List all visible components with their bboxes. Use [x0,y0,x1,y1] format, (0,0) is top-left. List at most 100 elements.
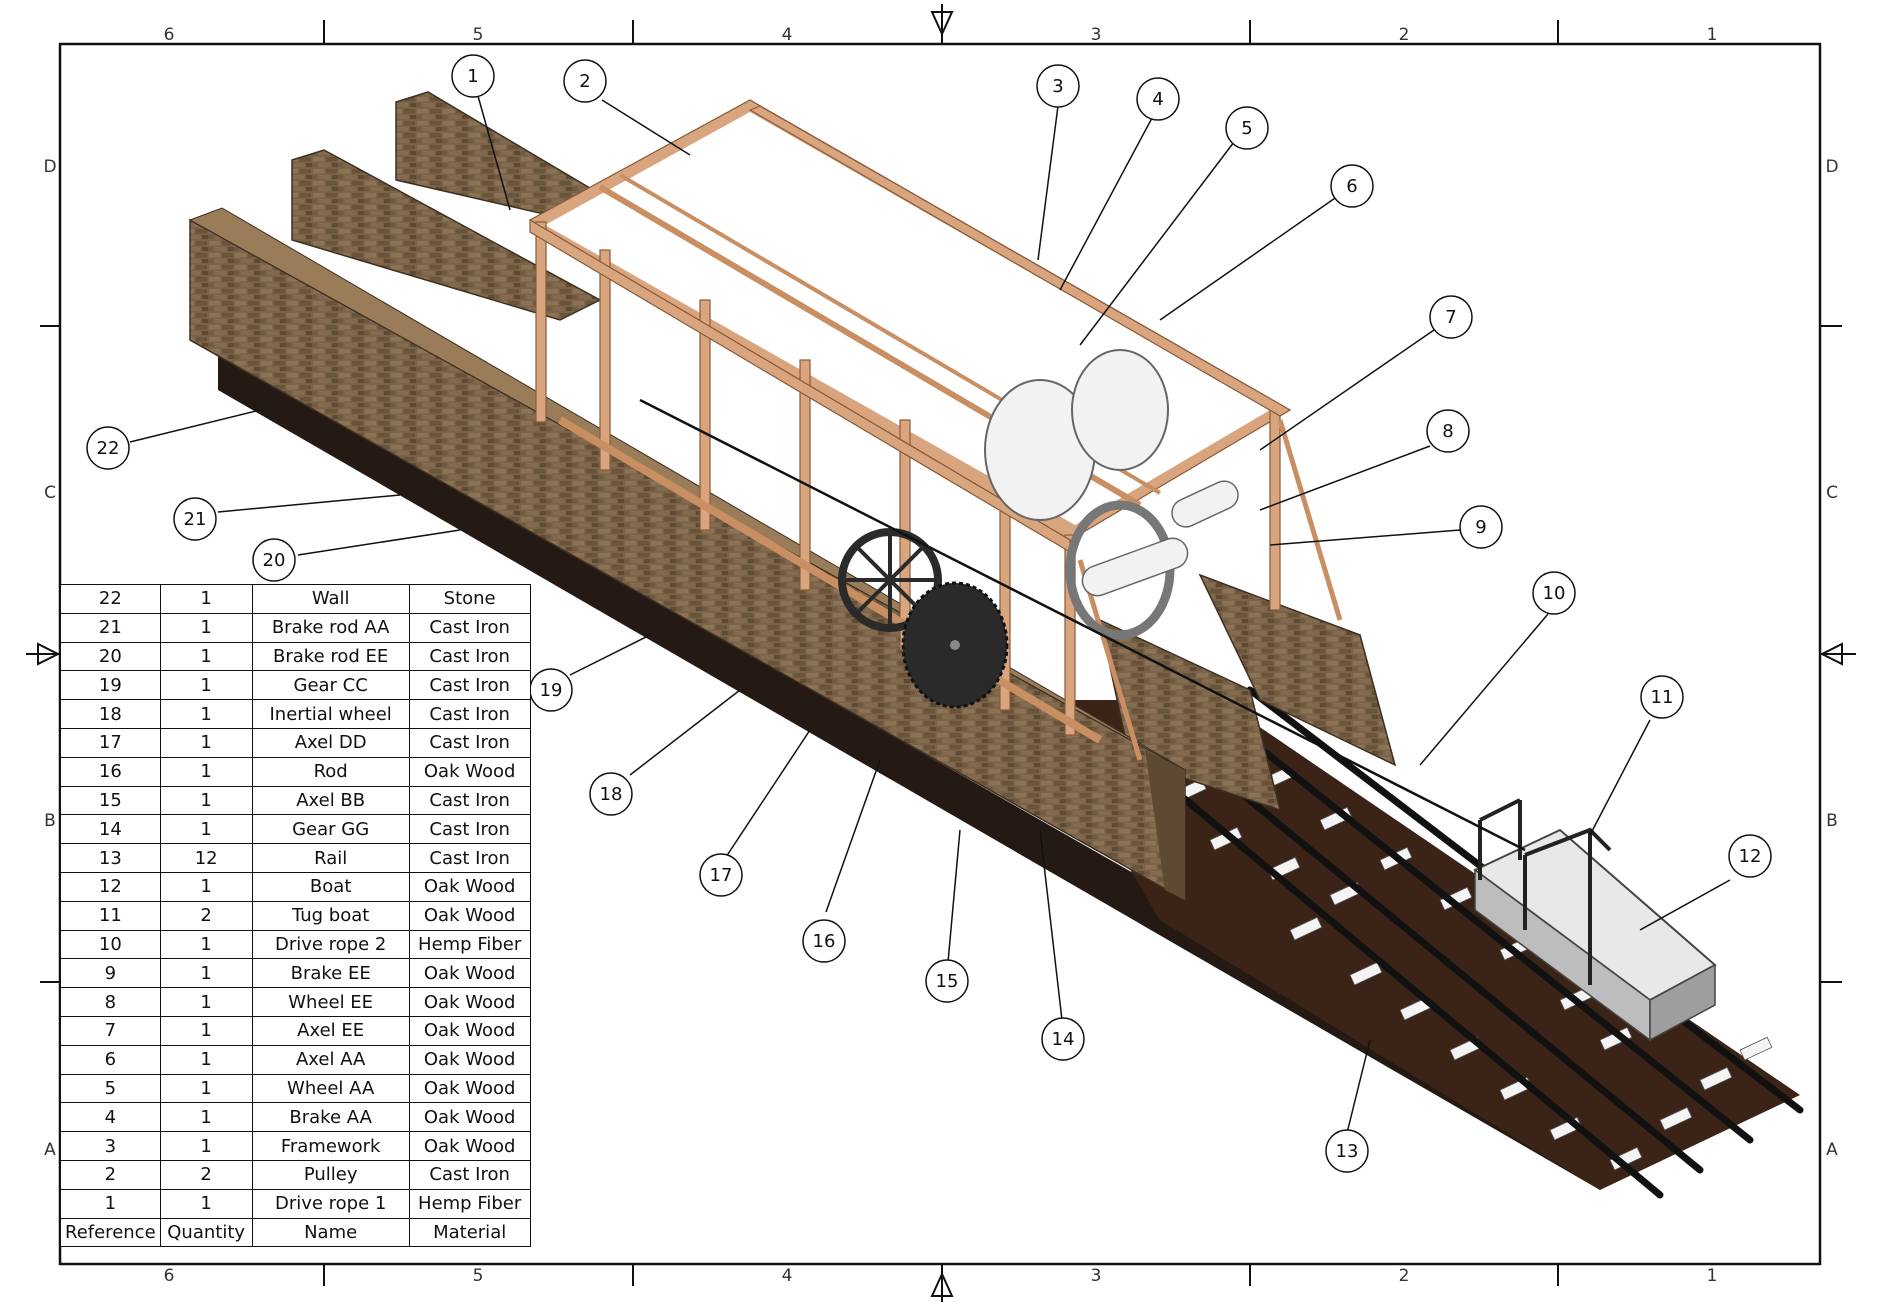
bom-cell-quantity: 2 [159,900,253,931]
callout-17: 17 [699,853,743,897]
callout-2-label: 2 [579,71,590,92]
bom-cell-reference: 17 [60,727,161,758]
callout-4: 4 [1136,77,1180,121]
callout-14: 14 [1041,1017,1085,1061]
callout-7-label: 7 [1445,307,1456,328]
bom-cell-quantity: 1 [159,1188,253,1219]
bom-cell-reference: 15 [60,785,161,816]
callout-9: 9 [1459,505,1503,549]
bom-cell-name: Axel EE [251,1015,410,1046]
callout-balloons: 1 2 3 4 5 6 7 8 9 10 11 12 13 14 15 16 1… [86,54,1772,1173]
callout-13-label: 13 [1336,1141,1359,1162]
callout-1-label: 1 [467,66,478,87]
callout-8-label: 8 [1442,421,1453,442]
zone-row-left-C: C [44,483,56,503]
bom-cell-name: Wall [251,584,410,614]
bom-cell-reference: 11 [60,900,161,931]
callout-19-label: 19 [540,680,563,701]
bom-cell-name: Axel BB [251,785,410,816]
bom-cell-material: Cast Iron [408,785,531,816]
zone-col-bottom-4: 4 [782,1266,793,1286]
bom-cell-material: Cast Iron [408,814,531,845]
bom-cell-reference: 1 [60,1188,161,1219]
callout-21-label: 21 [184,509,207,530]
bom-cell-quantity: 1 [159,987,253,1017]
bom-cell-material: Oak Wood [408,871,531,902]
callout-21: 21 [173,497,217,541]
bom-cell-quantity: 1 [159,814,253,845]
drums [984,349,1239,640]
bom-cell-name: Rod [251,756,410,787]
bom-cell-material: Oak Wood [408,958,531,989]
zone-col-bottom-1: 1 [1707,1266,1718,1286]
bom-cell-material: Cast Iron [408,612,531,643]
callout-8: 8 [1426,409,1470,453]
bom-cell-reference: 13 [60,843,161,873]
zone-col-bottom-6: 6 [164,1266,175,1286]
zone-row-right-B: B [1826,811,1838,831]
bom-cell-name: Framework [251,1131,410,1161]
bom-cell-material: Cast Iron [408,699,531,729]
bom-cell-reference: 2 [60,1159,161,1190]
axel-ee [1081,537,1189,597]
callout-4-label: 4 [1152,89,1163,110]
bom-cell-name: Gear GG [251,814,410,845]
zone-col-top-4: 4 [782,25,793,45]
callout-14-label: 14 [1052,1029,1075,1050]
leader-lines [129,95,1731,1134]
bom-cell-material: Cast Iron [408,641,531,672]
bom-cell-quantity: 2 [159,1159,253,1190]
wall-second [291,149,602,321]
bom-cell-quantity: 1 [159,785,253,816]
axel-aa [1171,480,1239,528]
callout-6-label: 6 [1346,176,1357,197]
callout-15-label: 15 [936,971,959,992]
callout-12-label: 12 [1739,846,1762,867]
bom-cell-name: Brake rod AA [251,612,410,643]
bom-cell-reference: 10 [60,929,161,960]
ramp-deck [1030,700,1800,1190]
zone-row-left-B: B [44,811,56,831]
bom-cell-reference: 20 [60,641,161,672]
bom-cell-name: Pulley [251,1159,410,1190]
wall-end-front [1145,750,1185,900]
iron-wheels [838,528,1009,709]
bom-cell-name: Drive rope 2 [251,929,410,960]
callout-12: 12 [1728,834,1772,878]
bom-header-name: Name [251,1217,410,1248]
zone-col-bottom-5: 5 [473,1266,484,1286]
callout-20-label: 20 [263,550,286,571]
bom-cell-reference: 21 [60,612,161,643]
bom-cell-quantity: 1 [159,1073,253,1104]
bom-cell-name: Wheel AA [251,1073,410,1104]
callout-10: 10 [1532,571,1576,615]
bom-cell-reference: 12 [60,871,161,902]
bom-cell-quantity: 1 [159,727,253,758]
callout-11: 11 [1640,675,1684,719]
bom-cell-name: Inertial wheel [251,699,410,729]
bom-header-reference: Reference [60,1217,161,1248]
callout-15: 15 [925,959,969,1003]
callout-22-label: 22 [97,438,120,459]
drum-aa-2 [1071,349,1169,471]
bom-cell-quantity: 1 [159,1044,253,1075]
bom-cell-quantity: 1 [159,641,253,672]
callout-10-label: 10 [1543,583,1566,604]
bom-cell-quantity: 1 [159,1102,253,1133]
bom-cell-name: Axel AA [251,1044,410,1075]
bom-cell-quantity: 12 [159,843,253,873]
bom-cell-name: Axel DD [251,727,410,758]
